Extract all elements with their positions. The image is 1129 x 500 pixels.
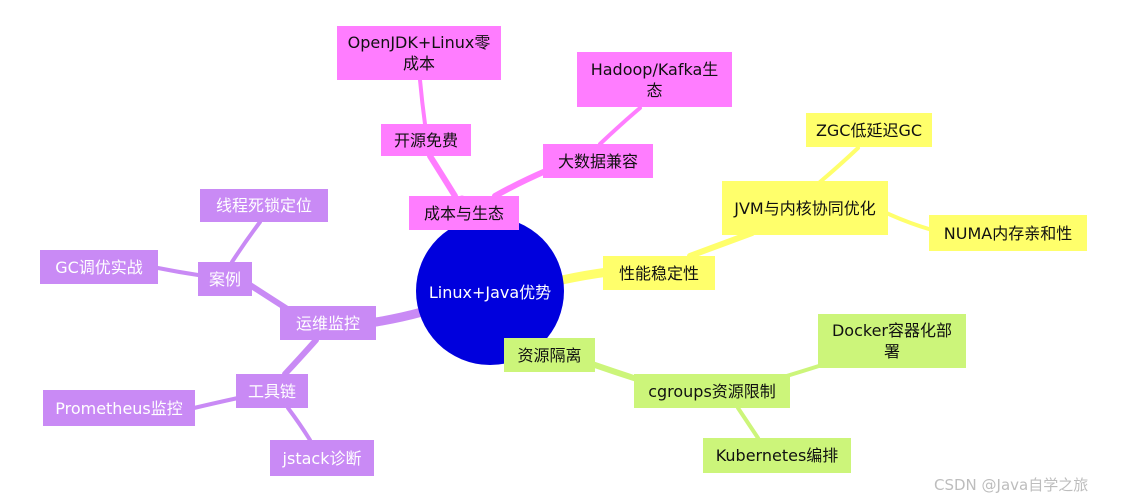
- leaf-numa: NUMA内存亲和性: [929, 215, 1087, 251]
- node-open-source-free: 开源免费: [381, 124, 471, 156]
- branch-performance-stability: 性能稳定性: [603, 256, 715, 290]
- leaf-deadlock-locate: 线程死锁定位: [200, 189, 328, 222]
- node-jvm-kernel: JVM与内核协同优化: [722, 181, 888, 235]
- leaf-hadoop-kafka: Hadoop/Kafka生态: [577, 52, 732, 107]
- branch-cost-ecosystem: 成本与生态: [409, 196, 519, 230]
- edge-root-performance: [557, 267, 613, 285]
- node-big-data-compatible: 大数据兼容: [543, 144, 653, 178]
- edge-cases-gc: [156, 266, 200, 277]
- edge-cost-big-data: [492, 167, 551, 199]
- edge-root-ops: [371, 307, 427, 327]
- ops-edges: [156, 220, 427, 442]
- node-cgroups: cgroups资源限制: [634, 374, 790, 408]
- leaf-prometheus: Prometheus监控: [43, 390, 195, 426]
- node-toolchain: 工具链: [236, 374, 308, 408]
- edge-performance-jvm: [687, 230, 755, 259]
- edge-ops-tools: [282, 337, 319, 377]
- leaf-docker: Docker容器化部署: [818, 314, 966, 368]
- branch-resource-isolation: 资源隔离: [504, 338, 595, 372]
- leaf-gc-tuning: GC调优实战: [40, 250, 158, 284]
- edge-big-data-leaf: [598, 106, 642, 146]
- csdn-watermark: CSDN @Java自学之旅: [934, 476, 1089, 494]
- edge-jvm-zgc: [818, 146, 860, 184]
- node-cases: 案例: [198, 262, 252, 296]
- edge-tools-jstack: [286, 406, 312, 442]
- edge-cgroups-k8s: [736, 406, 760, 440]
- edge-tools-prometheus: [192, 396, 240, 410]
- leaf-openjdk-linux: OpenJDK+Linux零成本: [337, 26, 501, 80]
- edge-open-source-leaf: [418, 78, 427, 126]
- branch-ops-monitoring: 运维监控: [280, 306, 376, 340]
- leaf-kubernetes: Kubernetes编排: [703, 438, 851, 473]
- edge-cost-open-source: [427, 153, 458, 199]
- leaf-zgc: ZGC低延迟GC: [806, 113, 932, 147]
- edge-cases-deadlock: [230, 220, 262, 264]
- leaf-jstack: jstack诊断: [270, 440, 374, 476]
- edge-resource-cgroups: [589, 361, 643, 383]
